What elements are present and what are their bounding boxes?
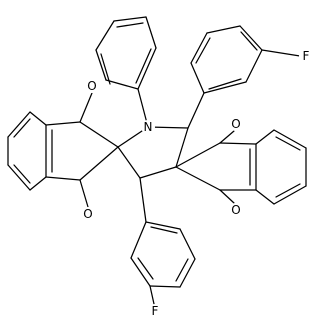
fluorophenyl-bottom-bond-4 [149, 285, 181, 288]
phenyl-bond-4 [113, 16, 147, 22]
bond-layer [7, 16, 307, 305]
right-indandione-c1-ar [219, 142, 257, 145]
left-benzo-bond-2 [7, 111, 31, 138]
fluorophenyl-top-inner-3 [208, 78, 242, 90]
fluorophenyl-bottom-inner-2 [175, 258, 189, 282]
right-benzo-bond-5 [255, 189, 275, 205]
left-carbonyl-bottom-double [79, 179, 89, 208]
right-indandione-c1-spiro [175, 142, 221, 168]
left-benzo-inner-2 [13, 164, 31, 184]
left-benzo-bond-1 [29, 111, 47, 126]
right-benzo-inner-2 [275, 183, 301, 198]
fluorophenyl-top-link-bond [187, 92, 205, 129]
ring-bond-c3-c4 [139, 166, 177, 179]
fluorophenyl-bottom-bond-2 [179, 228, 196, 260]
fluorophenyl-bottom-inner-3 [137, 257, 154, 280]
fluorophenyl-top-bond-1 [190, 62, 205, 94]
atom-label-f: F [152, 304, 159, 318]
fluorophenyl-top-bond-4 [239, 25, 263, 51]
left-indandione-c1-spiro [79, 121, 119, 148]
right-benzo-inner-1 [275, 136, 301, 151]
fluorophenyl-top-bond-5 [245, 49, 263, 83]
left-benzo-bond-4 [7, 164, 31, 191]
left-indandione-c3-spiro [79, 146, 119, 181]
ring-bond-c4-c5 [117, 146, 141, 179]
fluorophenyl-bottom-bond-1 [145, 221, 181, 230]
atom-oxygen-left-bottom: O [81, 207, 95, 221]
right-carbonyl-bottom-double [219, 189, 235, 204]
fluorophenyl-bottom-bond-3 [179, 258, 196, 288]
phenyl-inner-line-2 [116, 22, 144, 28]
right-carbonyl-top-double [219, 130, 235, 144]
phenyl-bond-6 [137, 47, 157, 90]
atom-fluorine-bottom: F [148, 304, 162, 318]
right-benzo-bond-4 [273, 185, 307, 205]
atom-oxygen-right-top: O [229, 117, 243, 131]
fluorophenyl-top-inner-1 [195, 37, 211, 64]
phenyl-bond-2 [95, 49, 107, 81]
fluorophenyl-bottom-bond-6 [130, 221, 147, 259]
right-benzo-bond-2 [273, 129, 307, 149]
fluorophenyl-bottom-link-bond [139, 177, 147, 223]
atom-nitrogen: N [141, 120, 155, 134]
phenyl-inner-line-3 [135, 48, 152, 84]
atom-fluorine-top: F [299, 49, 313, 63]
atom-oxygen-left-top: O [85, 79, 99, 93]
atom-label-o: O [231, 203, 240, 217]
left-carbonyl-top-double [79, 92, 93, 123]
fluorophenyl-top-bond-3 [206, 25, 241, 34]
atom-oxygen-right-bottom: O [229, 203, 243, 217]
fluorophenyl-bottom-bond-5 [130, 257, 151, 287]
right-indandione-c3-spiro [175, 166, 221, 191]
left-indandione-c1-ar [45, 121, 81, 126]
ring-bond-c2-c3 [175, 127, 189, 168]
atom-label-o: O [231, 117, 240, 131]
atom-label-o: O [87, 79, 96, 93]
atom-label-layer: N O O O O F F [81, 49, 313, 318]
right-benzo-bond-1 [255, 129, 275, 145]
fluorophenyl-top-bond-6 [203, 81, 247, 94]
fluorophenyl-bottom-inner-1 [150, 226, 178, 234]
left-benzo-inner-1 [13, 118, 31, 138]
atom-label-o: O [83, 207, 92, 221]
fluorophenyl-top-bond-2 [190, 32, 208, 64]
fluorine-bottom-bond [149, 285, 155, 305]
atom-label-n: N [144, 120, 153, 134]
left-benzo-bond-5 [29, 176, 47, 191]
fluorophenyl-top-inner-2 [240, 31, 258, 51]
left-indandione-c3-ar [45, 176, 81, 181]
phenyl-bond-5 [145, 16, 157, 49]
phenyl-bond-1 [105, 79, 139, 90]
fluorine-top-bond [261, 49, 301, 57]
phenyl-bond-3 [95, 20, 115, 51]
phenyl-inner-line-1 [100, 53, 111, 85]
atom-label-f: F [303, 49, 310, 63]
